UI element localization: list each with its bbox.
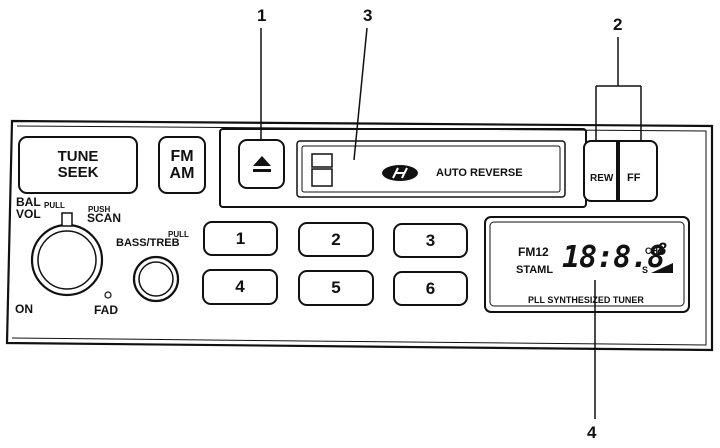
preset-button-1[interactable]: 1 (203, 221, 278, 256)
callout-2: 2 (613, 15, 623, 34)
preset-button-5[interactable]: 5 (298, 270, 374, 306)
display-ch-digit: 8 (657, 240, 668, 260)
display-band: FM12 (518, 245, 549, 259)
scan-label: SCAN (87, 211, 122, 225)
bass-treb-label: BASS/TREB (116, 237, 180, 249)
preset-button-6[interactable]: 6 (393, 271, 468, 306)
bal-label: BAL (16, 195, 41, 209)
seek-label: SEEK (57, 164, 99, 181)
hyundai-logo-icon (382, 165, 418, 181)
chevron-up-icon[interactable] (112, 154, 130, 170)
callout-1: 1 (257, 6, 267, 25)
display-staml: STAML (516, 264, 554, 276)
callout-4: 4 (587, 423, 597, 442)
bal-pull-label: PULL (44, 201, 65, 210)
eject-button[interactable] (238, 139, 285, 189)
bass-treb-pull-label: PULL (168, 230, 189, 239)
band-button[interactable]: FM AM (158, 136, 206, 194)
preset-button-3[interactable]: 3 (393, 223, 468, 258)
preset-button-4[interactable]: 4 (202, 269, 278, 305)
display-ch: CH (645, 246, 658, 256)
fm-label: FM (170, 148, 194, 165)
display-s: S (642, 265, 649, 275)
tune-seek-button[interactable]: TUNE SEEK (18, 136, 138, 194)
tape-divider (616, 142, 620, 200)
preset-button-2[interactable]: 2 (298, 222, 374, 257)
eject-icon (252, 156, 271, 172)
vol-label: VOL (16, 207, 41, 221)
display-caption: PLL SYNTHESIZED TUNER (528, 295, 644, 305)
rew-button[interactable]: REW (590, 173, 614, 184)
fad-label: FAD (94, 303, 118, 317)
signal-strength-icon (651, 263, 673, 273)
tape-buttons-housing (583, 140, 658, 202)
tune-label: TUNE (57, 148, 99, 165)
volume-knob[interactable] (33, 226, 101, 294)
push-label: PUSH (88, 205, 111, 214)
display-frequency: 18:8.8 (562, 240, 665, 275)
chevron-down-icon[interactable] (34, 154, 52, 170)
ff-button[interactable]: FF (627, 172, 641, 184)
callout-3: 3 (363, 6, 373, 25)
auto-reverse-label: AUTO REVERSE (436, 167, 523, 179)
bass-treb-knob[interactable] (134, 257, 178, 301)
on-label: ON (15, 302, 33, 316)
am-label: AM (169, 165, 195, 182)
